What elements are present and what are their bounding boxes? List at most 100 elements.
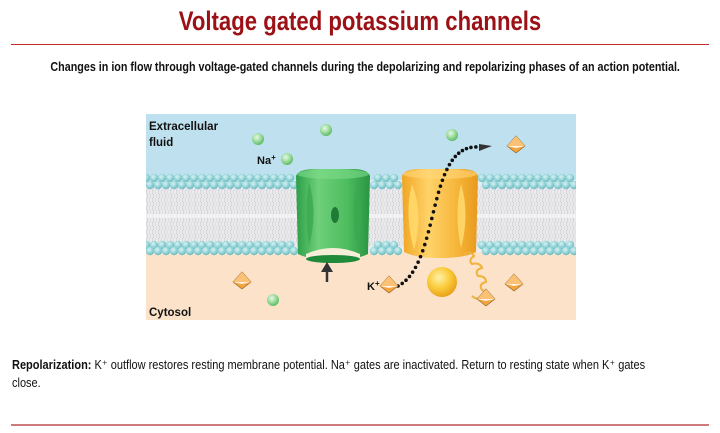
lipid-head: [481, 246, 491, 256]
lipid-head: [169, 246, 179, 256]
lipid-head: [157, 173, 167, 183]
path-dot: [416, 260, 420, 264]
lipid-head: [277, 173, 287, 183]
path-dot: [440, 178, 445, 183]
lipid-head: [501, 173, 511, 183]
potassium-ion: [506, 135, 526, 154]
page-subtitle: Changes in ion flow through voltage-gate…: [50, 60, 680, 74]
lipid-head: [529, 246, 539, 256]
path-dot: [407, 274, 412, 279]
lipid-head: [277, 240, 287, 250]
gate-arrow-icon: [321, 262, 333, 282]
lipid-head: [229, 240, 239, 250]
cytosol-label: Cytosol: [149, 307, 191, 319]
lipid-head: [181, 240, 191, 250]
lipid-head: [385, 180, 395, 190]
lipid-head: [229, 173, 239, 183]
lipid-head: [165, 173, 175, 183]
lipid-head: [389, 173, 399, 183]
path-dot: [404, 278, 408, 283]
potassium-ion-label: K+: [367, 279, 380, 293]
path-dot: [410, 270, 415, 274]
lipid-head: [541, 240, 551, 250]
title-divider: [11, 44, 709, 45]
lipid-head: [549, 240, 559, 250]
sodium-ion: [320, 124, 332, 136]
lipid-head: [393, 180, 403, 190]
lipid-head: [497, 246, 507, 256]
lipid-head: [481, 180, 491, 190]
potassium-efflux-path: [396, 145, 478, 288]
lipid-head: [146, 173, 151, 183]
lipid-head: [489, 180, 499, 190]
lipid-head: [381, 240, 391, 250]
path-dot: [464, 146, 469, 151]
path-dot: [447, 162, 452, 167]
lipid-head: [269, 173, 279, 183]
lipid-head: [197, 173, 207, 183]
efflux-arrowhead-icon: [479, 144, 492, 151]
path-dot: [460, 148, 465, 153]
lipid-head: [209, 180, 219, 190]
lipid-head: [377, 180, 387, 190]
lipid-head: [525, 173, 535, 183]
lipid-head: [537, 246, 547, 256]
lipid-head: [393, 246, 403, 256]
lipid-head: [281, 180, 291, 190]
lipid-head: [521, 180, 531, 190]
lipid-head: [177, 180, 187, 190]
lipid-head: [533, 173, 543, 183]
extracellular-label-line2: fluid: [149, 137, 173, 149]
potassium-ion: [232, 271, 252, 290]
lipid-head: [537, 180, 547, 190]
lipid-head: [385, 246, 395, 256]
path-dot: [450, 158, 455, 163]
lipid-head: [237, 173, 247, 183]
lipid-head: [197, 240, 207, 250]
lipid-head: [225, 180, 235, 190]
lipid-head: [201, 246, 211, 256]
lipid-head: [569, 246, 576, 256]
lipid-head: [285, 173, 295, 183]
lipid-head: [153, 246, 163, 256]
lipid-head: [249, 180, 259, 190]
lipid-head: [553, 180, 563, 190]
lipid-head: [205, 240, 215, 250]
lipid-head: [485, 173, 495, 183]
lipid-head: [565, 240, 575, 250]
path-dot: [456, 151, 461, 156]
lipid-head: [233, 246, 243, 256]
lipid-head: [161, 246, 171, 256]
lipid-head: [565, 173, 575, 183]
lipid-head: [289, 246, 299, 256]
sodium-ion: [446, 129, 458, 141]
lipid-head: [261, 173, 271, 183]
lipid-head: [249, 246, 259, 256]
lipid-head: [241, 180, 251, 190]
lipid-head: [569, 180, 576, 190]
lipid-head: [217, 246, 227, 256]
figure-caption: Repolarization: K⁺ outflow restores rest…: [12, 356, 663, 392]
lipid-head: [541, 173, 551, 183]
path-dot: [400, 281, 404, 286]
lipid-head: [149, 173, 159, 183]
lipid-head: [373, 173, 383, 183]
cytosol-region: [146, 250, 576, 320]
lipid-head: [373, 240, 383, 250]
lipid-head: [505, 246, 515, 256]
lipid-head: [265, 246, 275, 256]
lipid-head: [193, 246, 203, 256]
lipid-head: [261, 240, 271, 250]
sodium-channel: [296, 169, 370, 263]
potassium-ion: [379, 275, 399, 294]
lipid-head: [273, 180, 283, 190]
potassium-ion: [476, 288, 496, 307]
potassium-ion: [504, 273, 524, 292]
path-dot: [431, 210, 436, 214]
lipid-head: [153, 180, 163, 190]
sodium-ion-label: Na+: [257, 153, 276, 167]
lipid-head: [525, 240, 535, 250]
lipid-head: [273, 246, 283, 256]
caption-term: Repolarization:: [12, 358, 92, 372]
lipid-head: [201, 180, 211, 190]
